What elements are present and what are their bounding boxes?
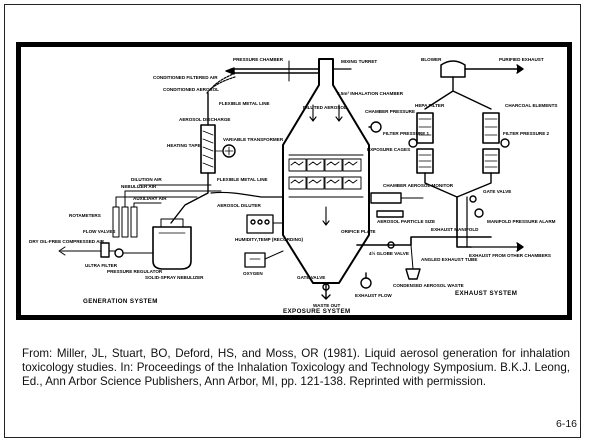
label-variable-transformer: VARIABLE TRANSFORMER xyxy=(223,137,284,142)
label-blower: BLOWER xyxy=(421,57,442,62)
label-flexible-metal-line-mid: FLEXIBLE METAL LINE xyxy=(217,177,268,182)
label-exhaust-flow: EXHAUST FLOW xyxy=(355,293,392,298)
label-exhaust-manifold: EXHAUST MANIFOLD xyxy=(431,227,479,232)
label-pressure-regulator: PRESSURE REGULATOR xyxy=(107,269,163,274)
label-hepa-filter: HEPA FILTER xyxy=(415,103,445,108)
label-manifold-pressure-alarm: MANIFOLD PRESSURE ALARM xyxy=(487,219,556,224)
ultra-filter xyxy=(101,243,109,257)
exhaust-flow-gauge xyxy=(361,278,371,288)
oxygen-monitor xyxy=(245,253,265,267)
label-aerosol-discharge: AEROSOL DISCHARGE xyxy=(179,117,230,122)
label-flow-valves: FLOW VALVES xyxy=(83,229,116,234)
diagram-svg: PRESSURE CHAMBER CONDITIONED FILTERED AI… xyxy=(21,47,567,315)
label-gate-valve-right: GATE VALVE xyxy=(483,189,511,194)
label-aerosol-diluter: AEROSOL DILUTER xyxy=(217,203,261,208)
label-orifice-plate: ORIFICE PLATE xyxy=(341,229,376,234)
chamber-pressure-gauge xyxy=(371,122,381,132)
exposure-cages-upper xyxy=(289,159,361,171)
particle-size-sampler xyxy=(377,211,403,217)
filter-train-right xyxy=(483,113,499,173)
label-solid-spray-nebulizer: SOLID-SPRAY NEBULIZER xyxy=(145,275,204,280)
label-exhaust-system: EXHAUST SYSTEM xyxy=(455,290,517,297)
label-dilution-air: DILUTION AIR xyxy=(131,177,162,182)
label-pressure-chamber: PRESSURE CHAMBER xyxy=(233,57,284,62)
label-exhaust-from-other-chambers: EXHAUST FROM OTHER CHAMBERS xyxy=(469,253,551,258)
label-rotameters: ROTAMETERS xyxy=(69,213,101,218)
label-conditioned-aerosol: CONDITIONED AEROSOL xyxy=(163,87,219,92)
label-filter-pressure-2: FILTER PRESSURE 2 xyxy=(503,131,550,136)
label-charcoal-elements: CHARCOAL ELEMENTS xyxy=(505,103,558,108)
label-mixing-turret: MIXING TURRET xyxy=(341,59,377,64)
aerosol-system-diagram: PRESSURE CHAMBER CONDITIONED FILTERED AI… xyxy=(16,42,572,320)
gate-valve-right-icon xyxy=(470,196,476,202)
page-number: 6-16 xyxy=(556,418,577,430)
label-aerosol-particle-size: AEROSOL PARTICLE SIZE xyxy=(377,219,435,224)
label-conditioned-filtered-air: CONDITIONED FILTERED AIR xyxy=(153,75,218,80)
manifold-pressure-gauge xyxy=(475,209,483,217)
label-purified-exhaust: PURIFIED EXHAUST xyxy=(499,57,544,62)
label-chamber-aerosol-monitor: CHAMBER AEROSOL MONITOR xyxy=(383,183,454,188)
filter-train-left xyxy=(417,113,433,173)
label-auxiliary-air: AUXILIARY AIR xyxy=(133,196,167,201)
figure-caption: From: Miller, JL, Stuart, BO, Deford, HS… xyxy=(22,347,570,389)
label-flexible-metal-line-top: FLEXIBLE METAL LINE xyxy=(219,101,270,106)
label-humidity-temp: HUMIDITY,TEMP (RECORDING) xyxy=(235,237,304,242)
label-oxygen: OXYGEN xyxy=(243,271,263,276)
label-filter-pressure-1: FILTER PRESSURE 1 xyxy=(383,131,430,136)
blower xyxy=(441,61,465,77)
label-globe-valve: 4½ GLOBE VALVE xyxy=(369,250,409,256)
label-diluted-aerosol: DILUTED AEROSOL xyxy=(303,105,347,110)
label-exposure-cages: EXPOSURE CAGES xyxy=(367,147,410,152)
exposure-cages-lower xyxy=(289,177,361,189)
pressure-regulator xyxy=(115,249,123,257)
label-dry-oil-free-air: DRY OIL-FREE COMPRESSED AIR xyxy=(29,239,105,244)
label-condensed-aerosol-waste: CONDENSED AEROSOL WASTE xyxy=(393,283,464,288)
label-exposure-system: EXPOSURE SYSTEM xyxy=(283,308,351,315)
label-inhalation-chamber: 0.5m³ INHALATION CHAMBER xyxy=(337,91,404,96)
label-ultra-filter: ULTRA FILTER xyxy=(85,263,118,268)
label-gate-valve-bottom: GATE VALVE xyxy=(297,275,325,280)
label-nebulizer-air: NEBULIZER AIR xyxy=(121,184,157,189)
waste-trap xyxy=(406,269,420,279)
filter-pressure-2-gauge xyxy=(501,139,509,147)
label-generation-system: GENERATION SYSTEM xyxy=(83,298,158,305)
label-heating-tape: HEATING TAPE xyxy=(167,143,201,148)
filter-pressure-1-gauge xyxy=(409,139,417,147)
label-chamber-pressure: CHAMBER PRESSURE xyxy=(365,109,415,114)
aerosol-monitor xyxy=(371,193,401,203)
